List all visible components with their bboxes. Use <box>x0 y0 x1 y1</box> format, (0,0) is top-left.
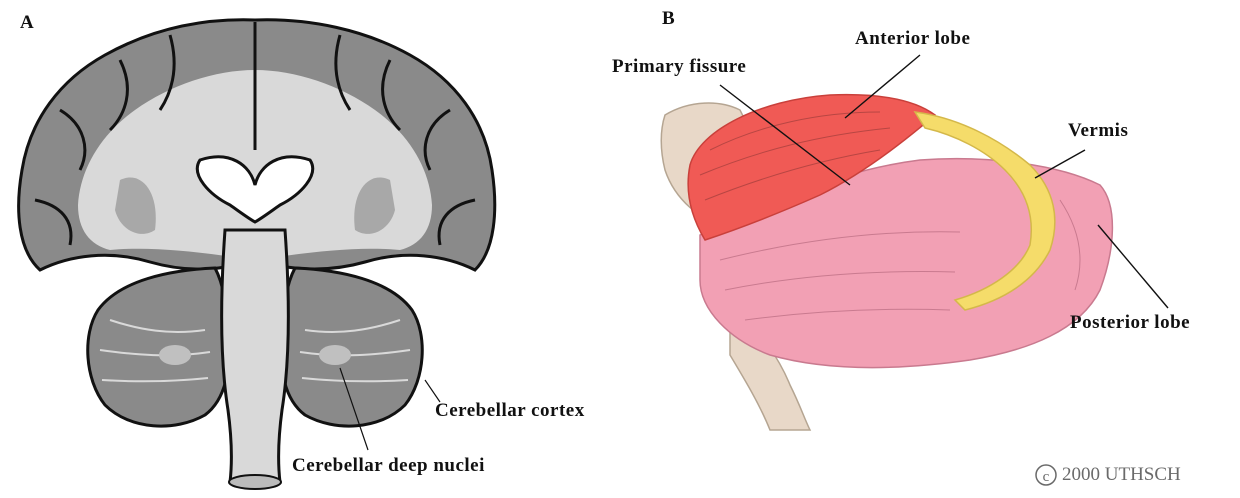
cerebellar-cortex-label: Cerebellar cortex <box>435 400 585 422</box>
posterior-lobe-leader-line <box>1098 225 1168 308</box>
panel-b-letter: B <box>662 8 675 30</box>
copyright-text: 2000 UTHSCH <box>1062 464 1181 486</box>
svg-text:c: c <box>1043 469 1050 485</box>
panel-a-letter: A <box>20 12 34 34</box>
anterior-lobe-label: Anterior lobe <box>855 28 970 50</box>
vermis-label: Vermis <box>1068 120 1128 142</box>
posterior-lobe-label: Posterior lobe <box>1070 312 1190 334</box>
cerebellar-deep-nuclei-label: Cerebellar deep nuclei <box>292 455 485 477</box>
primary-fissure-label: Primary fissure <box>612 56 746 78</box>
